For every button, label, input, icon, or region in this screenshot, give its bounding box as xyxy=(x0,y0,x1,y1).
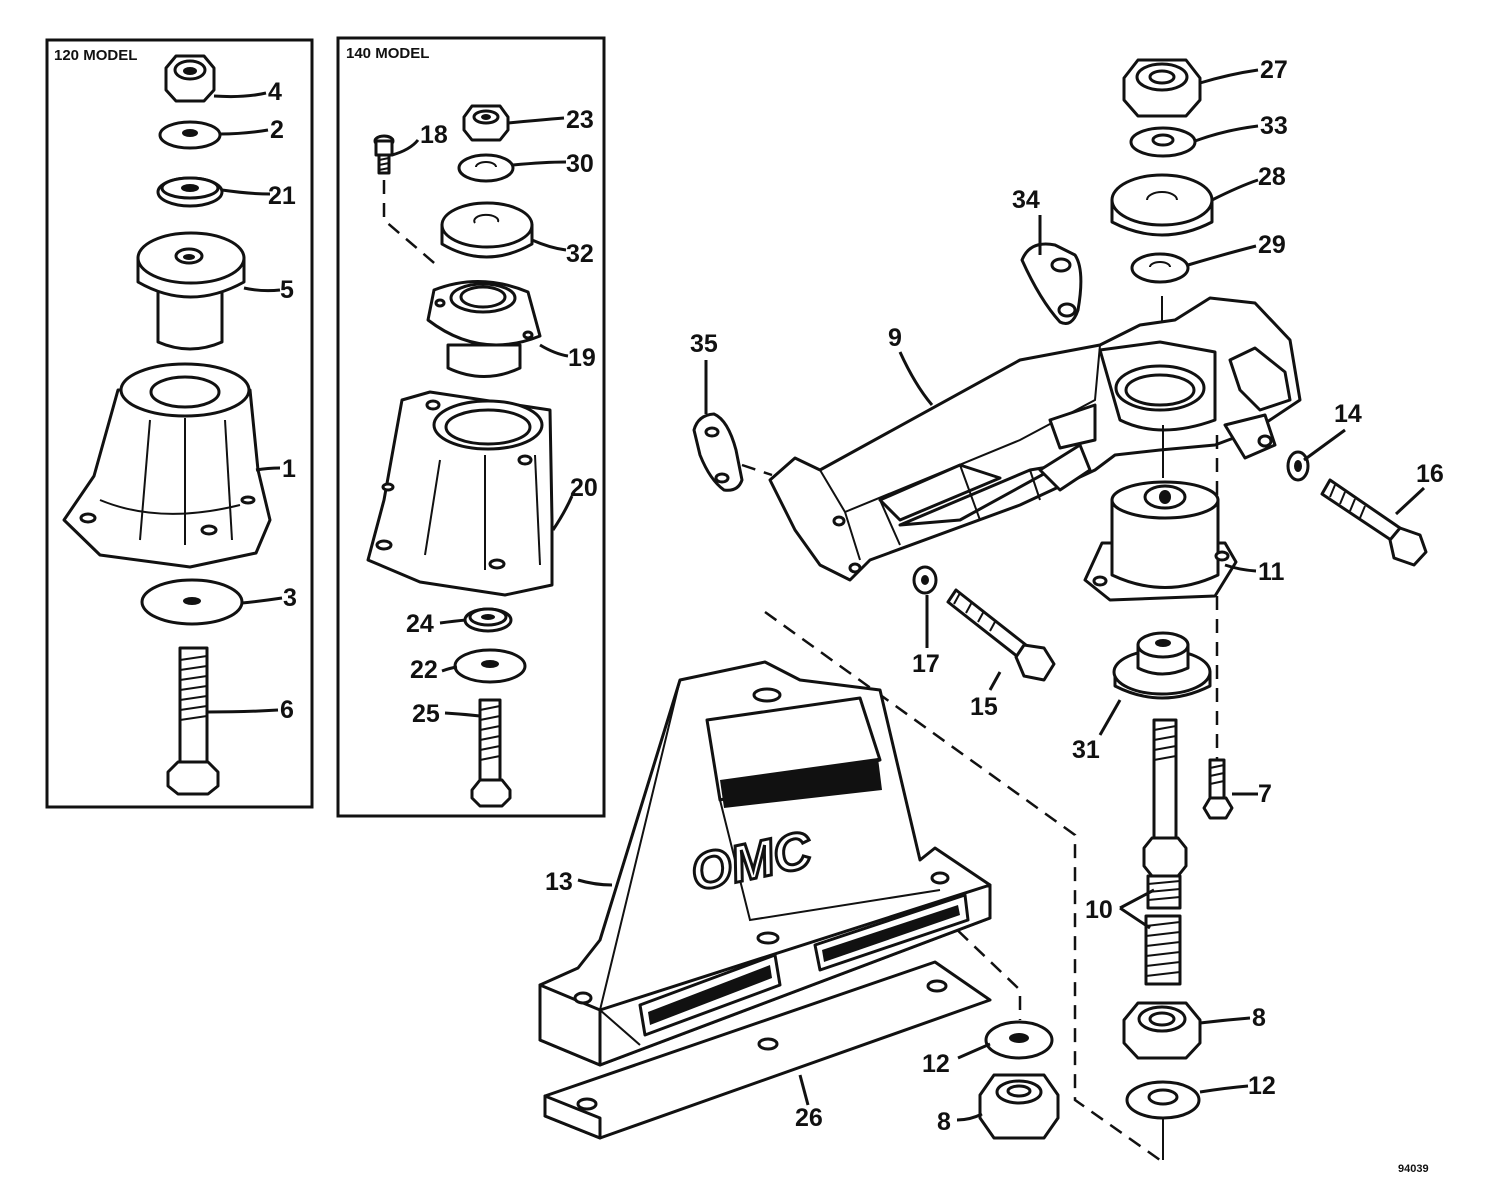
part-19-rubber-mount xyxy=(426,280,542,378)
part-9-support-arm xyxy=(768,296,1302,582)
callout-32: 32 xyxy=(566,240,594,268)
callout-19: 19 xyxy=(568,344,596,372)
callout-10: 10 xyxy=(1085,896,1113,924)
part-22-washer xyxy=(453,648,527,684)
part-34-clip xyxy=(1020,242,1083,325)
callout-12-left: 12 xyxy=(922,1050,950,1078)
callout-3: 3 xyxy=(283,584,297,612)
callout-28: 28 xyxy=(1258,163,1286,191)
part-26-plate xyxy=(543,960,992,1140)
callout-11: 11 xyxy=(1258,558,1285,586)
callout-12-right: 12 xyxy=(1248,1072,1276,1100)
callout-30: 30 xyxy=(566,150,594,178)
callout-29: 29 xyxy=(1258,231,1286,259)
panel-120-model: 120 MODEL xyxy=(45,38,314,809)
part-3-washer xyxy=(140,578,244,626)
part-31-rubber-mount xyxy=(1112,631,1212,700)
part-2-washer xyxy=(158,120,222,150)
part-33-washer xyxy=(1129,126,1197,158)
part-5-rubber-mount xyxy=(136,231,246,351)
callout-6: 6 xyxy=(280,696,294,724)
part-8-nut-left xyxy=(978,1073,1060,1140)
dash-base-outline xyxy=(764,610,1161,1162)
panel-140-frame xyxy=(336,36,606,818)
part-17-washer xyxy=(912,565,938,595)
part-25-bolt xyxy=(470,698,512,808)
dash-35 xyxy=(741,463,773,477)
dash-18-to-19 xyxy=(382,180,441,269)
part-12-washer-left xyxy=(984,1020,1054,1060)
part-8-nut-right xyxy=(1122,1001,1202,1060)
part-15-bolt xyxy=(946,588,1056,682)
part-30-washer xyxy=(457,153,515,183)
callout-16: 16 xyxy=(1416,460,1444,488)
callout-31: 31 xyxy=(1072,736,1100,764)
callout-17: 17 xyxy=(912,650,940,678)
panel-140-title: 140 MODEL xyxy=(346,45,429,62)
callout-7: 7 xyxy=(1258,780,1272,808)
callout-14: 14 xyxy=(1334,400,1362,428)
part-29-washer xyxy=(1130,252,1190,284)
part-27-nut xyxy=(1122,58,1202,118)
part-24-washer xyxy=(463,607,513,633)
part-35-clip xyxy=(692,412,744,492)
callout-15: 15 xyxy=(970,693,998,721)
part-16-bolt xyxy=(1320,478,1428,567)
callout-27: 27 xyxy=(1260,56,1288,84)
callout-13: 13 xyxy=(545,868,573,896)
callout-2: 2 xyxy=(270,116,284,144)
part-20-mount-bracket xyxy=(366,390,554,597)
callout-35: 35 xyxy=(690,330,718,358)
part-21-washer xyxy=(156,176,224,208)
figure-number: 94039 xyxy=(1398,1163,1429,1175)
part-7-screw xyxy=(1202,758,1234,820)
part-32-rubber-mount xyxy=(440,201,534,259)
callout-34: 34 xyxy=(1012,186,1040,214)
callout-8-right: 8 xyxy=(1252,1004,1266,1032)
callout-20: 20 xyxy=(570,474,598,502)
panel-120-title: 120 MODEL xyxy=(54,47,137,64)
callout-4: 4 xyxy=(268,78,282,106)
panel-120-frame xyxy=(45,38,314,809)
callout-21: 21 xyxy=(268,182,296,210)
part-12-washer-right xyxy=(1125,1080,1201,1120)
callout-33: 33 xyxy=(1260,112,1288,140)
part-14-washer xyxy=(1286,450,1310,482)
callout-25: 25 xyxy=(412,700,440,728)
part-18-screw xyxy=(373,134,395,175)
callout-labels: 4 2 21 5 1 3 6 18 23 30 32 19 20 24 22 2… xyxy=(268,56,1444,1136)
leader-lines xyxy=(206,68,1426,1122)
part-1-mount-bracket xyxy=(62,362,272,569)
part-23-nut xyxy=(462,104,510,142)
part-28-rubber-mount xyxy=(1110,173,1214,237)
part-11-rubber-mount xyxy=(1083,480,1238,602)
callout-9: 9 xyxy=(888,324,902,352)
callout-1: 1 xyxy=(282,455,296,483)
callout-22: 22 xyxy=(410,656,438,684)
callout-8-left: 8 xyxy=(937,1108,951,1136)
callout-18: 18 xyxy=(420,121,448,149)
panel-140-model: 140 MODEL xyxy=(336,36,606,818)
part-6-bolt xyxy=(166,646,220,796)
callout-24: 24 xyxy=(406,610,434,638)
callout-26: 26 xyxy=(795,1104,823,1132)
callout-5: 5 xyxy=(280,276,294,304)
part-10-stud xyxy=(1142,718,1188,986)
part-4-lock-nut xyxy=(164,54,216,103)
callout-23: 23 xyxy=(566,106,594,134)
part-13-base: OMC xyxy=(538,660,992,1067)
